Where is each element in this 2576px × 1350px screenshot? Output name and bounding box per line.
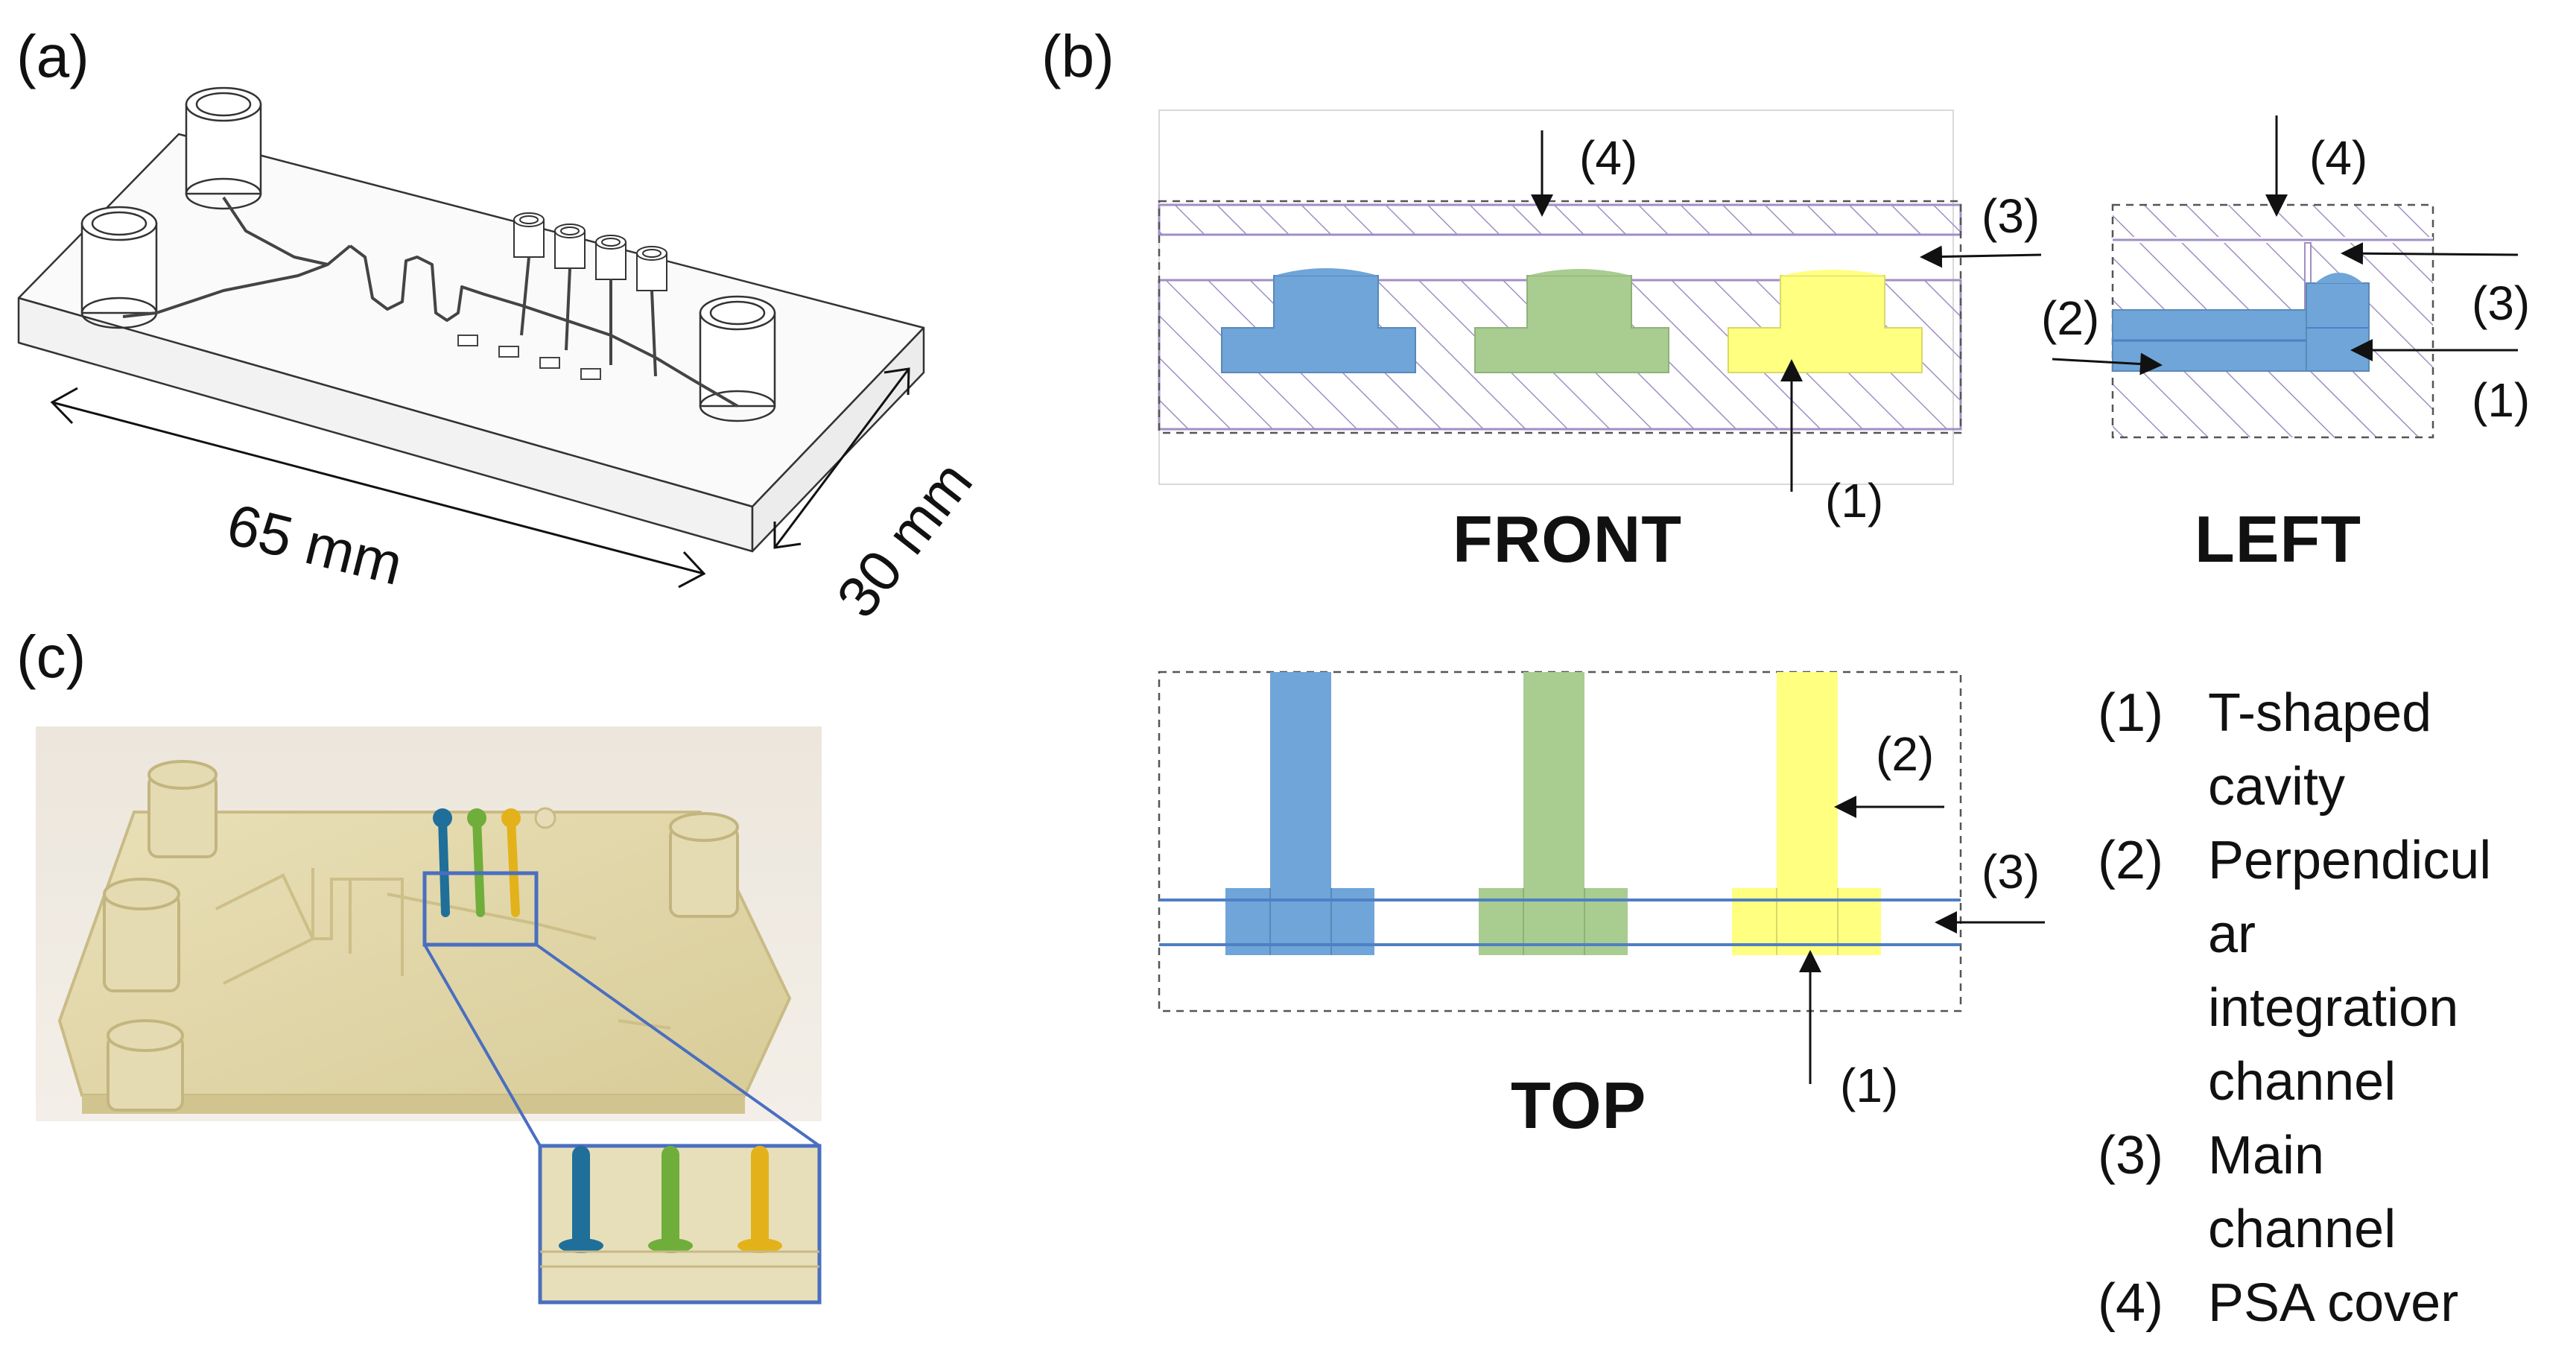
top-view-channel-yellow [1777,672,1838,888]
panel-label-c: (c) [16,624,86,690]
top-view-channel-green [1523,672,1584,888]
legend-text-line: Main [2208,1126,2325,1185]
legend-number: (2) [2098,831,2163,890]
reservoir-left [80,206,158,329]
top-callout-3: (3) [1982,845,2040,899]
front-callout-1: (1) [1825,474,1884,527]
reservoir-top-left [185,86,262,210]
left-view-title: LEFT [2195,502,2361,576]
legend-text-line: Perpendicul [2208,831,2492,890]
left-callout-3: (3) [2472,276,2531,330]
width-dimension-arrow [773,368,910,548]
top-callout-2: (2) [1876,727,1935,781]
t-cavity-yellow [1728,275,1923,373]
left-callout-1: (1) [2472,373,2531,427]
left-callout-2: (2) [2041,291,2100,345]
top-view [1158,671,2045,1084]
front-callout-4: (4) [1579,131,1638,185]
legend-text-line: channel [2208,1200,2396,1259]
t-cavity-blue [1221,275,1416,373]
front-callout-3: (3) [1982,189,2040,243]
top-callout-1: (1) [1840,1059,1899,1112]
legend-text-line: PSA cover [2208,1273,2459,1333]
top-view-title: TOP [1511,1068,1647,1142]
left-view [2052,115,2519,439]
legend-text-line: ar [2208,904,2256,964]
front-view-title: FRONT [1453,502,1683,576]
reservoir-right [699,295,776,422]
chip-photo [36,726,822,1305]
top-view-channel-blue [1270,672,1331,888]
length-dimension-arrow [51,401,705,575]
legend-text-line: cavity [2208,757,2346,817]
photo-highlight-box [422,871,539,947]
panel-label-b: (b) [1041,23,1114,89]
legend-text-line: integration [2208,978,2459,1038]
t-cavity-green [1474,275,1669,373]
legend-number: (3) [2098,1126,2163,1185]
front-view [1158,110,2042,492]
chip-isometric-drawing [17,86,925,589]
left-callout-4: (4) [2309,131,2368,185]
legend-text-line: channel [2208,1052,2396,1112]
legend-number: (1) [2098,683,2163,743]
panel-label-a: (a) [16,23,89,89]
legend-text-line: T-shaped [2208,683,2432,743]
legend-number: (4) [2098,1273,2163,1333]
